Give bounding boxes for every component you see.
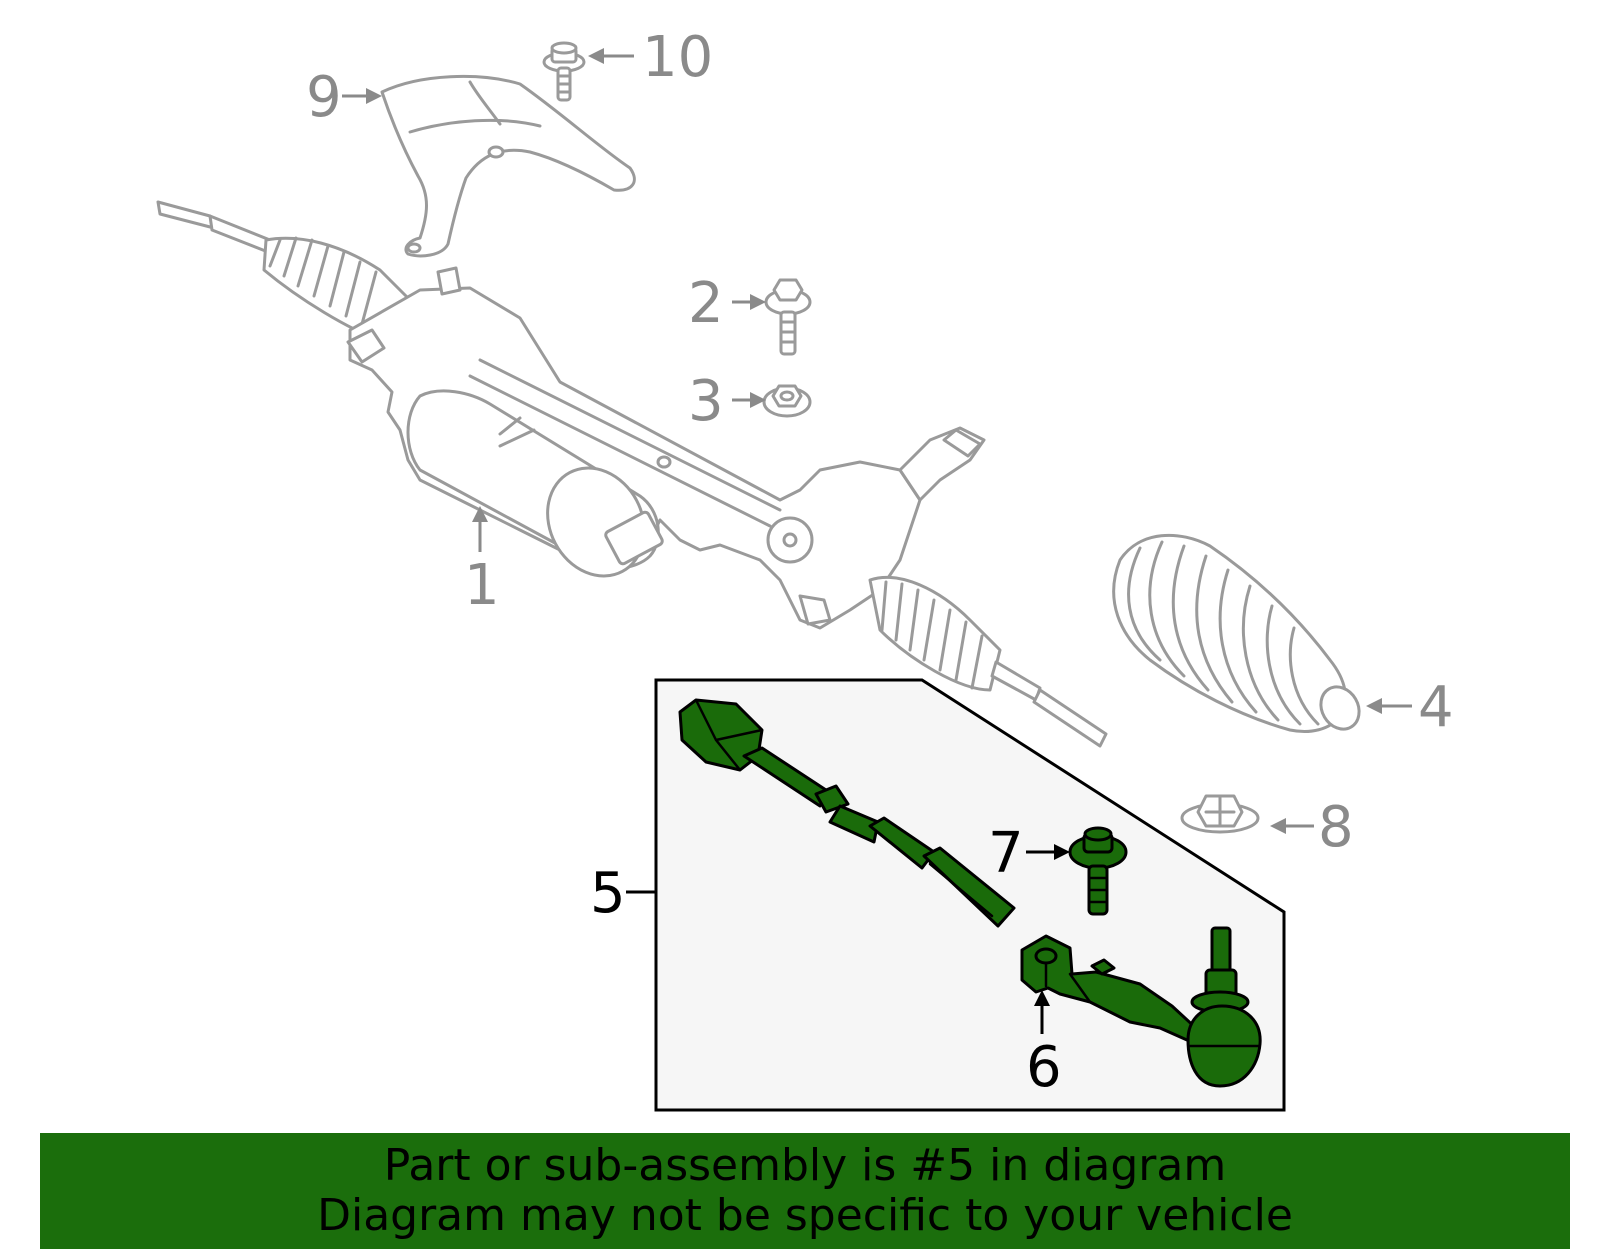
part-7-bolt — [1068, 826, 1128, 916]
callout-10: 10 — [642, 25, 713, 90]
part-6-outer-tie-rod-end — [1020, 926, 1262, 1088]
callout-labels: 1 2 3 4 5 6 7 8 9 10 — [306, 25, 1454, 1100]
callout-2: 2 — [688, 271, 724, 336]
callout-9: 9 — [306, 65, 342, 130]
part-8-nut — [1180, 794, 1260, 834]
part-2-bolt — [764, 278, 812, 356]
callout-6: 6 — [1026, 1035, 1062, 1100]
part-5-inner-tie-rod — [678, 698, 1016, 928]
callout-4: 4 — [1418, 675, 1454, 740]
callout-5: 5 — [590, 861, 626, 926]
banner-line-1: Part or sub-assembly is #5 in diagram — [383, 1140, 1227, 1191]
callout-arrows — [342, 48, 1412, 1034]
part-4-boot — [1112, 533, 1361, 733]
callout-8: 8 — [1318, 795, 1354, 860]
callout-1: 1 — [464, 553, 500, 618]
info-banner: Part or sub-assembly is #5 in diagram Di… — [40, 1133, 1570, 1249]
part-3-nut — [762, 384, 812, 418]
part-1-steering-rack — [156, 200, 1108, 748]
banner-line-2: Diagram may not be specific to your vehi… — [317, 1190, 1293, 1241]
callout-3: 3 — [688, 369, 724, 434]
callout-7: 7 — [988, 821, 1024, 886]
part-10-bolt — [542, 41, 586, 102]
part-9-heat-shield — [380, 74, 636, 258]
